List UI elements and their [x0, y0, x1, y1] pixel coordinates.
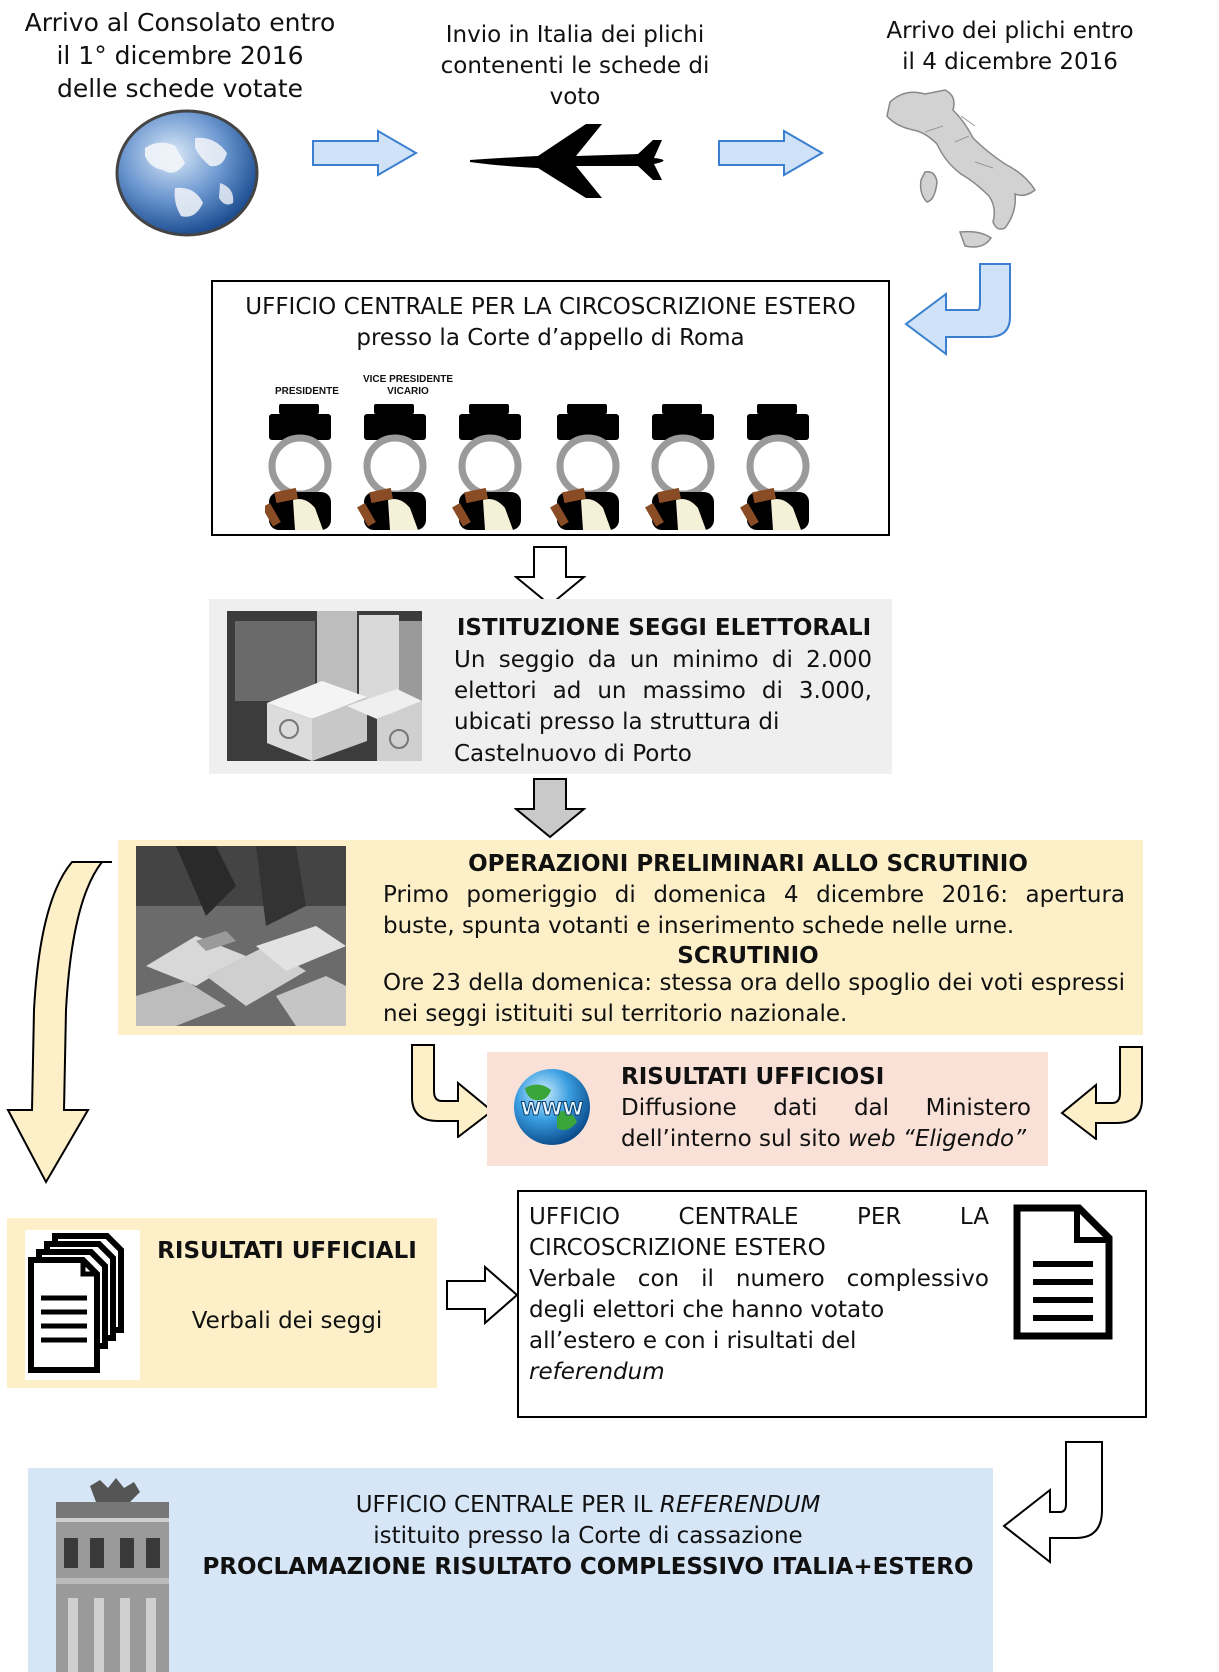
long-arrow-yellow [6, 860, 116, 1185]
judges-row [265, 400, 855, 530]
ufficio-verbale-text: UFFICIO CENTRALE PER LA CIRCOSCRIZIONE E… [529, 1202, 989, 1388]
arrow-down-white [514, 545, 586, 607]
curved-arrow-blue [898, 262, 1018, 362]
ufficiosi-body: Diffusione dati dal Ministero dell’inter… [621, 1093, 1031, 1155]
ufficio-verbale-body: Verbale con il numero complessivo degli … [529, 1266, 989, 1323]
step1-line2: il 1° dicembre 2016 [56, 41, 304, 70]
globe-icon [115, 108, 260, 238]
document-icon [1011, 1202, 1116, 1342]
counting-photo [136, 846, 346, 1026]
judge-icon-3 [452, 404, 521, 530]
cassazione-line1-text: UFFICIO CENTRALE PER IL [355, 1492, 653, 1518]
svg-text:WWW: WWW [521, 1098, 584, 1120]
step3-line1: Arrivo dei plichi entro [886, 18, 1134, 44]
operazioni-title2: SCRUTINIO [677, 943, 819, 969]
ufficiosi-eligendo: “Eligendo” [902, 1126, 1027, 1152]
ufficiali-box: RISULTATI UFFICIALI Verbali dei seggi [7, 1218, 437, 1388]
cassazione-line2: istituito presso la Corte di cassazione [373, 1523, 803, 1549]
curved-arrow-yellow-left [410, 1043, 495, 1138]
operazioni-body2: Ore 23 della domenica: stessa ora dello … [383, 970, 1125, 1027]
ufficiosi-web: web [848, 1126, 896, 1152]
ufficiosi-line1: Diffusione dati dal Ministero [621, 1093, 1031, 1124]
seggi-title: ISTITUZIONE SEGGI ELETTORALI [456, 615, 872, 641]
judge-icon-5 [645, 404, 714, 530]
judge-icon-1 [265, 404, 331, 530]
arrow-right-2 [716, 128, 826, 178]
seggi-box: ISTITUZIONE SEGGI ELETTORALI Un seggio d… [209, 599, 892, 774]
ufficio-verbale-referendum: referendum [529, 1359, 665, 1385]
operazioni-box: OPERAZIONI PRELIMINARI ALLO SCRUTINIO Pr… [118, 840, 1143, 1035]
ufficio-verbale-last: all’estero e con i risultati del referen… [529, 1326, 989, 1388]
step2-text: Invio in Italia dei plichi contenenti le… [420, 20, 730, 113]
step1-line1: Arrivo al Consolato entro [24, 8, 336, 37]
ballot-box-photo [227, 611, 422, 761]
arrow-down-grey [514, 777, 586, 839]
italy-map-icon [865, 82, 1045, 262]
judge-icon-4 [550, 404, 619, 530]
ufficio-estero-subtitle: presso la Corte d’appello di Roma [356, 325, 745, 351]
seggi-body: Un seggio da un minimo di 2.000 elettori… [454, 645, 872, 738]
operazioni-title: OPERAZIONI PRELIMINARI ALLO SCRUTINIO [468, 851, 1028, 877]
ufficio-estero-title: UFFICIO CENTRALE PER LA CIRCOSCRIZIONE E… [245, 294, 856, 320]
arrow-right-1 [310, 128, 420, 178]
seggi-body-text: Un seggio da un minimo di 2.000 elettori… [454, 647, 872, 735]
ufficiosi-line1-text: Diffusione dati dal Ministero [621, 1095, 1031, 1121]
label-vice-line2: VICARIO [387, 386, 429, 397]
arrow-right-white [445, 1265, 520, 1325]
ufficio-verbale-box: UFFICIO CENTRALE PER LA CIRCOSCRIZIONE E… [517, 1190, 1147, 1418]
curved-arrow-yellow-right [1058, 1045, 1144, 1140]
step2-line2: contenenti le schede di [440, 53, 710, 79]
step2-line1: Invio in Italia dei plichi [445, 22, 705, 48]
seggi-body-last: Castelnuovo di Porto [454, 741, 692, 767]
curved-arrow-white [1000, 1440, 1112, 1565]
www-globe-icon: WWW [511, 1066, 593, 1148]
ufficio-verbale-title: UFFICIO CENTRALE PER LA CIRCOSCRIZIONE E… [529, 1204, 989, 1261]
ufficiosi-line2: dell’interno sul sito web “Eligendo” [621, 1124, 1031, 1155]
label-vice-line1: VICE PRESIDENTE [362, 374, 454, 385]
ufficio-estero-box: UFFICIO CENTRALE PER LA CIRCOSCRIZIONE E… [211, 280, 890, 536]
judge-icon-2 [357, 404, 426, 530]
step2-line3: voto [549, 84, 601, 110]
courthouse-photo [50, 1478, 175, 1672]
ufficiosi-box: WWW RISULTATI UFFICIOSI Diffusione dati … [487, 1052, 1048, 1166]
ufficiali-title: RISULTATI UFFICIALI [157, 1238, 417, 1264]
cassazione-line3: PROCLAMAZIONE RISULTATO COMPLESSIVO ITAL… [202, 1554, 974, 1580]
cassazione-text: UFFICIO CENTRALE PER IL REFERENDUM istit… [188, 1490, 988, 1583]
label-vice: VICE PRESIDENTE VICARIO [353, 374, 463, 398]
step1-text: Arrivo al Consolato entro il 1° dicembre… [10, 6, 350, 105]
ufficio-verbale-last-text: all’estero e con i risultati del [529, 1328, 857, 1354]
ufficiali-body: Verbali dei seggi [191, 1308, 383, 1334]
airplane-icon [468, 118, 673, 203]
cassazione-line1-referendum: REFERENDUM [659, 1492, 821, 1518]
cassazione-box: UFFICIO CENTRALE PER IL REFERENDUM istit… [28, 1468, 993, 1672]
ufficiosi-title: RISULTATI UFFICIOSI [621, 1064, 885, 1090]
label-presidente: PRESIDENTE [275, 386, 339, 397]
step3-line2: il 4 dicembre 2016 [902, 49, 1118, 75]
operazioni-body1: Primo pomeriggio di domenica 4 dicembre … [383, 882, 1125, 939]
judge-icon-6 [740, 404, 809, 530]
step1-line3: delle schede votate [56, 74, 304, 103]
documents-stack-icon [25, 1230, 140, 1380]
step3-text: Arrivo dei plichi entro il 4 dicembre 20… [860, 16, 1160, 78]
cassazione-line1: UFFICIO CENTRALE PER IL REFERENDUM [188, 1490, 988, 1521]
ufficiosi-line2-text: dell’interno sul sito [621, 1126, 841, 1152]
